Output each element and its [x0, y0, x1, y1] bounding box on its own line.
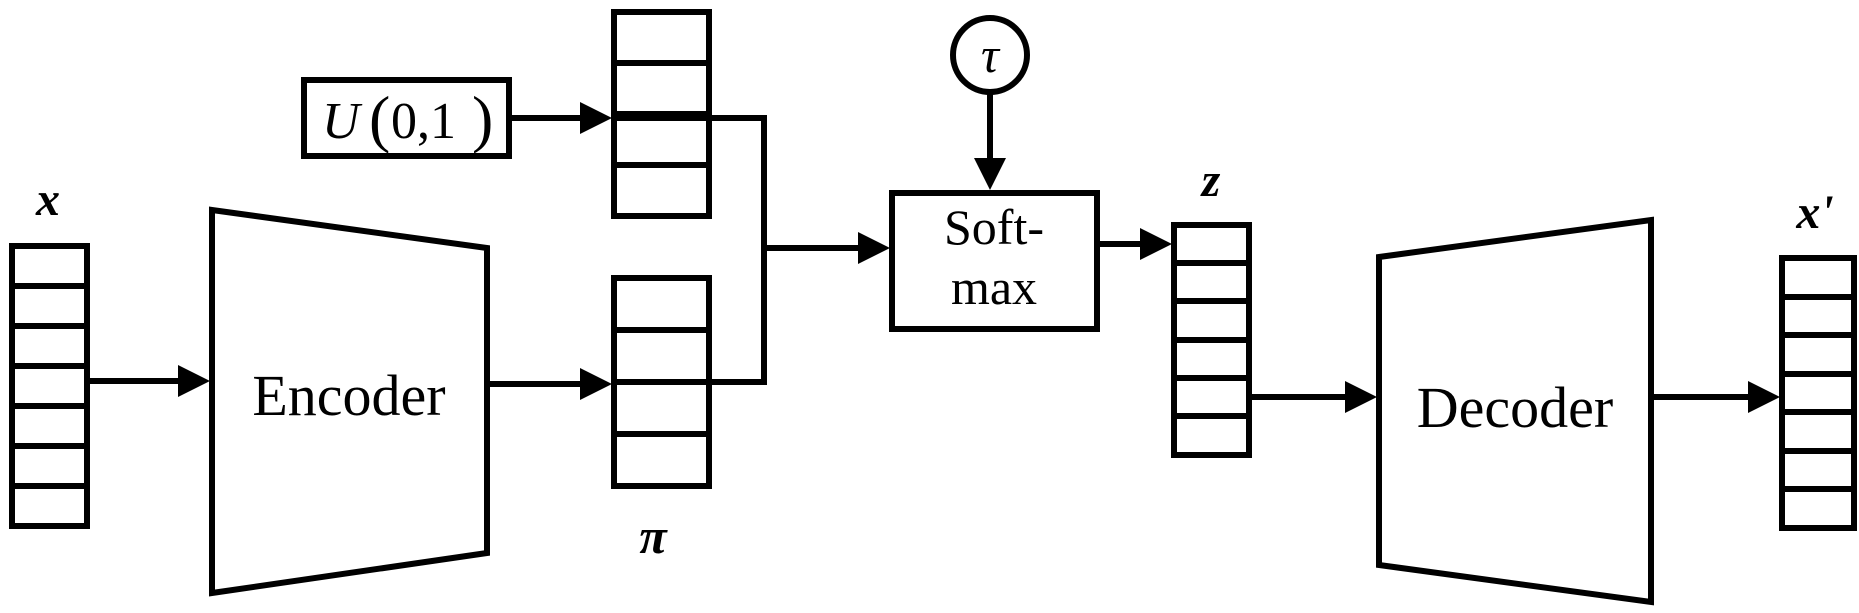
arrowhead-softmax-to-z: [1140, 228, 1172, 260]
decoder-label: Decoder: [1417, 375, 1613, 440]
uniform-noise-close-paren: ): [472, 83, 493, 154]
softmax-label-line2: max: [951, 259, 1037, 315]
softmax-label-line1: Soft-: [944, 199, 1044, 255]
input-vector-frame: [9, 243, 90, 529]
uniform-noise-symbol: U: [322, 93, 363, 150]
uniform-noise-args: 0,1: [391, 93, 456, 150]
arrowhead-z-to-decoder: [1345, 381, 1377, 413]
pi-var-label: π: [639, 508, 668, 564]
arrowhead-noise-to-vector: [580, 102, 612, 134]
arrowhead-decoder-to-output: [1748, 381, 1780, 413]
encoder-block: [209, 206, 490, 597]
arrowhead-merge-to-softmax: [858, 232, 890, 264]
uniform-noise-open-paren: (: [369, 83, 390, 154]
output-var-label: x': [1795, 186, 1833, 239]
output-vector-frame: [1779, 255, 1857, 531]
uniform-noise-box: [301, 77, 512, 159]
encoder-label: Encoder: [252, 363, 445, 428]
arrowhead-x-to-encoder: [178, 365, 210, 397]
arrowhead-encoder-to-pi: [580, 368, 612, 400]
latent-var-label: z: [1200, 154, 1221, 207]
input-vector-x: [9, 243, 90, 529]
output-vector-x-prime: [1779, 255, 1857, 531]
temperature-label: τ: [981, 27, 1001, 83]
input-var-label: x: [35, 173, 60, 226]
latent-vector-z: [1171, 222, 1252, 458]
noise-vector: [611, 9, 712, 219]
arrowhead-tau-to-softmax: [974, 158, 1006, 190]
softmax-box: [889, 190, 1100, 332]
decoder-block: [1376, 216, 1654, 606]
